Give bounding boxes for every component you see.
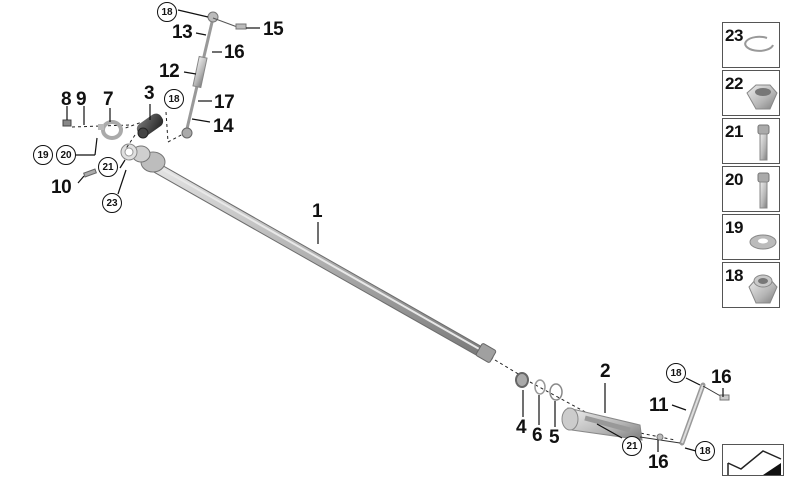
label-part-6[interactable]: 6 [532,425,543,446]
rings-4-5-6 [515,372,563,401]
circlip-icon [744,35,774,52]
circled-label-20[interactable]: 20 [56,145,76,165]
hex-nut-icon [746,84,778,110]
label-part-16-top[interactable]: 16 [224,42,245,63]
circled-label-18-top[interactable]: 18 [157,2,177,22]
legend-number: 20 [725,170,743,189]
label-part-15[interactable]: 15 [263,19,284,40]
circled-label-18-middle[interactable]: 18 [164,89,184,109]
circled-label-21-left[interactable]: 21 [98,157,118,177]
legend-item-22-hex-nut[interactable]: 22 [722,70,780,116]
part-1-shift-rod [120,143,497,363]
part-11-lever [639,382,730,446]
part-10-pin [83,168,97,178]
legend-item-18-lock-nut[interactable]: 18 [722,262,780,308]
circled-label-19[interactable]: 19 [33,145,53,165]
legend-number: 19 [725,218,743,237]
circled-label-18-right-top[interactable]: 18 [666,363,686,383]
legend-number: 23 [725,26,743,45]
upper-linkage [181,11,247,139]
label-part-13[interactable]: 13 [172,22,193,43]
standard-parts-legend: 23 22 21 20 19 [722,22,782,310]
washer-icon [749,234,777,250]
socket-screw-icon [757,172,770,209]
part-thumbnail-icon [727,450,782,475]
part-3-socket [136,113,164,139]
part-2-housing [561,407,643,441]
label-part-16-right[interactable]: 16 [711,367,732,388]
label-part-9[interactable]: 9 [76,89,87,110]
label-part-8[interactable]: 8 [61,89,72,110]
circled-label-23[interactable]: 23 [102,193,122,213]
legend-number: 18 [725,266,743,285]
circled-label-18-right-bottom[interactable]: 18 [695,441,715,461]
label-part-5[interactable]: 5 [549,427,560,448]
diagram-navigation-thumbnail[interactable] [722,444,784,476]
label-part-2[interactable]: 2 [600,361,611,382]
label-part-3[interactable]: 3 [144,83,155,104]
legend-item-21-screw[interactable]: 21 [722,118,780,164]
label-part-7[interactable]: 7 [103,89,114,110]
leader-lines [66,9,724,452]
label-part-1[interactable]: 1 [312,201,323,222]
legend-item-19-washer[interactable]: 19 [722,214,780,260]
label-part-4[interactable]: 4 [516,417,527,438]
label-part-14[interactable]: 14 [213,116,234,137]
lock-nut-icon [748,274,778,304]
legend-number: 22 [725,74,743,93]
circled-label-21-bottom[interactable]: 21 [622,436,642,456]
label-part-11[interactable]: 11 [649,395,669,416]
label-part-16-bottom[interactable]: 16 [648,452,669,473]
label-part-12[interactable]: 12 [159,61,180,82]
socket-screw-icon [757,124,770,161]
part-7-clamp [98,120,123,140]
label-part-17[interactable]: 17 [214,92,235,113]
legend-item-20-screw[interactable]: 20 [722,166,780,212]
part-8-screw [62,119,72,127]
legend-number: 21 [725,122,743,141]
legend-item-23-circlip[interactable]: 23 [722,22,780,68]
label-part-10[interactable]: 10 [51,177,72,198]
